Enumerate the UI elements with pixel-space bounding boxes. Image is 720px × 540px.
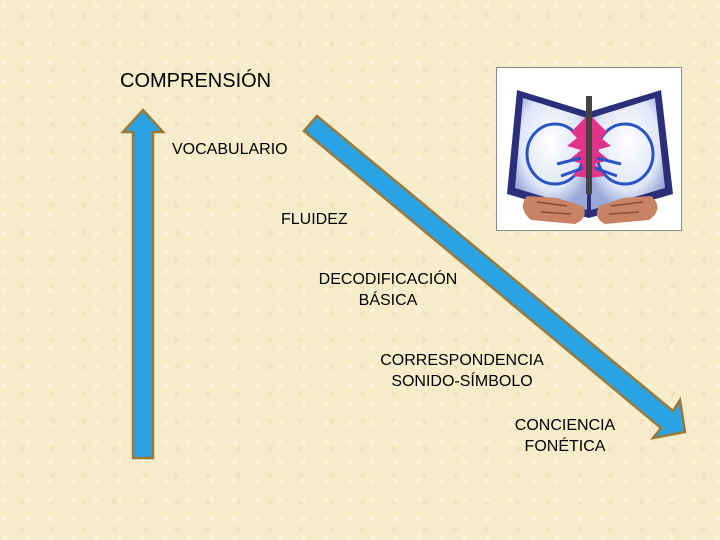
label-comprension: COMPRENSIÓN <box>120 70 272 92</box>
label-decodificacion-line1: DECODIFICACIÓN <box>318 271 458 288</box>
label-conciencia-line1: CONCIENCIA <box>514 417 616 434</box>
label-correspondencia: CORRESPONDENCIA SONIDO-SÍMBOLO <box>364 350 560 392</box>
diagonal-down-arrow <box>302 114 687 440</box>
label-conciencia: CONCIENCIA FONÉTICA <box>500 415 630 457</box>
label-correspondencia-line2: SONIDO-SÍMBOLO <box>391 373 533 390</box>
label-vocabulario: VOCABULARIO <box>172 141 288 158</box>
label-decodificacion-line2: BÁSICA <box>358 292 418 309</box>
label-conciencia-line2: FONÉTICA <box>524 438 606 455</box>
pop-up-book-icon <box>496 67 682 231</box>
pop-up-book-illustration <box>507 90 673 224</box>
label-decodificacion: DECODIFICACIÓN BÁSICA <box>305 269 471 311</box>
label-fluidez: FLUIDEZ <box>281 211 348 228</box>
label-correspondencia-line1: CORRESPONDENCIA <box>380 352 544 369</box>
vertical-up-arrow <box>120 108 166 460</box>
